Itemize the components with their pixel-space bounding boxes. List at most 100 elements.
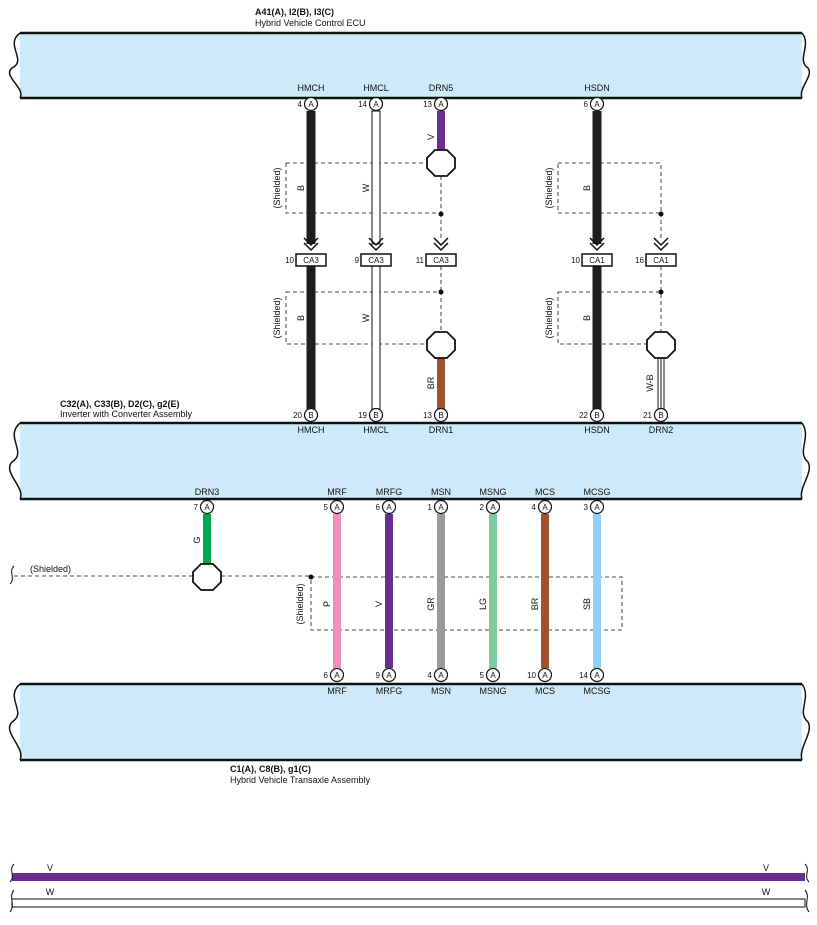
pin-number: 2	[480, 503, 485, 512]
shield-upper-left	[285, 162, 444, 240]
connector-letter: B	[373, 411, 378, 420]
legend-color-code: V	[763, 863, 769, 873]
wire-drn5	[425, 96, 457, 423]
pin-name: HMCH	[298, 425, 325, 435]
connector-letter: A	[594, 100, 600, 109]
connector-letter: A	[204, 503, 210, 512]
pin-number: 22	[579, 411, 588, 420]
connector-letter: B	[658, 411, 663, 420]
pin-name: MCSG	[584, 487, 611, 497]
ecu-box	[8, 31, 811, 100]
wire-color: W-B	[645, 374, 655, 391]
wire-hmcl	[360, 96, 392, 423]
pin-number: 4	[298, 100, 303, 109]
connector-letter: A	[542, 503, 548, 512]
wire-color: SB	[582, 598, 592, 610]
pin-number: 9	[355, 256, 360, 265]
wire-color: GR	[426, 597, 436, 611]
pin-name: DRN1	[429, 425, 454, 435]
pin-number: 21	[643, 411, 652, 420]
wire-color: B	[296, 185, 306, 191]
ecu-codes: A41(A), I2(B), I3(C)	[255, 7, 334, 17]
shielded-label: (Shielded)	[544, 167, 554, 208]
legend-wire-violet	[9, 863, 810, 883]
pin-name: DRN2	[649, 425, 674, 435]
pin-name: HSDN	[584, 83, 610, 93]
pin-number: 6	[376, 503, 381, 512]
pin-number: 7	[194, 503, 199, 512]
pin-number: 5	[324, 503, 329, 512]
shielded-label: (Shielded)	[30, 564, 71, 574]
connector-code: CA1	[653, 256, 669, 265]
connector-letter: B	[594, 411, 599, 420]
shielded-label: (Shielded)	[295, 583, 305, 624]
legend-wire-white	[9, 889, 810, 913]
pin-name: MSNG	[480, 686, 507, 696]
connector-letter: A	[373, 100, 379, 109]
connector-letter: A	[490, 671, 496, 680]
connector-letter: A	[308, 100, 314, 109]
shield-lower-left	[285, 266, 444, 345]
transaxle-codes: C1(A), C8(B), g1(C)	[230, 764, 311, 774]
pin-number: 6	[584, 100, 589, 109]
pin-number: 10	[571, 256, 580, 265]
shielded-label: (Shielded)	[544, 297, 554, 338]
connector-code: CA3	[433, 256, 449, 265]
pin-name: MCSG	[584, 686, 611, 696]
pin-name: MSN	[431, 487, 451, 497]
wire-hsdn	[581, 96, 613, 423]
connector-letter: B	[438, 411, 443, 420]
pin-number: 3	[584, 503, 589, 512]
pin-name: HMCL	[363, 83, 389, 93]
wire-msng	[485, 499, 501, 683]
pin-number: 10	[527, 671, 536, 680]
wire-color: B	[582, 185, 592, 191]
wire-color: BR	[530, 597, 540, 610]
pin-number: 13	[423, 100, 432, 109]
wire-mcsg	[589, 499, 605, 683]
wire-color: W	[361, 313, 371, 322]
connector-letter: A	[438, 503, 444, 512]
pin-name: MRFG	[376, 487, 403, 497]
connector-code: CA3	[368, 256, 384, 265]
transaxle-box	[8, 682, 811, 762]
pin-name: MRF	[327, 686, 347, 696]
connector-letter: B	[308, 411, 313, 420]
wire-mcs	[537, 499, 553, 683]
legend-color-code: V	[47, 863, 53, 873]
pin-name: HSDN	[584, 425, 610, 435]
wire-drn3	[192, 499, 222, 591]
pin-name: MCS	[535, 686, 555, 696]
wire-color: V	[426, 134, 436, 140]
pin-number: 11	[416, 256, 425, 265]
wire-color: V	[374, 601, 384, 607]
wire-color: G	[192, 536, 202, 543]
pin-name: MSNG	[480, 487, 507, 497]
ecu-name: Hybrid Vehicle Control ECU	[255, 18, 366, 28]
wire-drn2	[645, 237, 677, 423]
wire-color: W	[361, 183, 371, 192]
pin-number: 10	[285, 256, 294, 265]
shielded-label: (Shielded)	[272, 297, 282, 338]
wire-hmch	[295, 96, 327, 423]
pin-number: 14	[579, 671, 588, 680]
pin-name: MRF	[327, 487, 347, 497]
pin-number: 5	[480, 671, 485, 680]
shield-upper-right	[557, 162, 664, 240]
connector-letter: A	[438, 671, 444, 680]
pin-number: 6	[324, 671, 329, 680]
pin-number: 19	[358, 411, 367, 420]
pin-name: HMCL	[363, 425, 389, 435]
connector-letter: A	[334, 671, 340, 680]
pin-number: 4	[532, 503, 537, 512]
pin-number: 13	[423, 411, 432, 420]
pin-number: 4	[428, 671, 433, 680]
legend-color-code: W	[46, 887, 55, 897]
shield-line-left	[9, 565, 623, 631]
pin-name: HMCH	[298, 83, 325, 93]
pin-number: 1	[428, 503, 433, 512]
pin-name: DRN5	[429, 83, 454, 93]
connector-letter: A	[594, 671, 600, 680]
wire-color: LG	[478, 598, 488, 610]
